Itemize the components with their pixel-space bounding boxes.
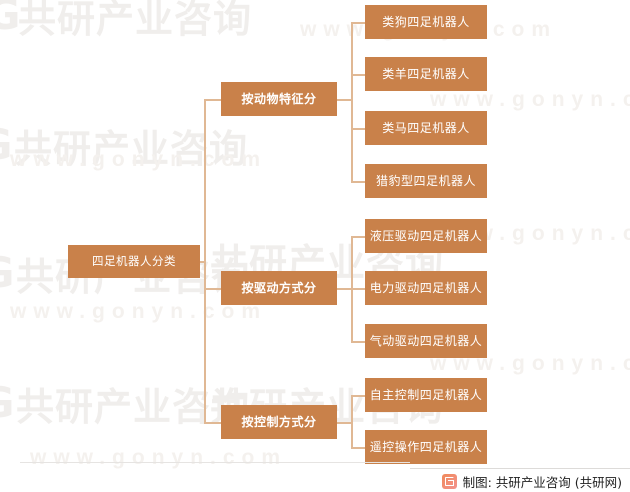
node-leaf-气动驱动四足机器人[interactable]: 气动驱动四足机器人 — [365, 324, 487, 358]
node-leaf-自主控制四足机器人[interactable]: 自主控制四足机器人 — [365, 378, 487, 412]
connector-to-leaf-1-2 — [351, 74, 366, 76]
connector-branch-1-stub — [337, 99, 352, 101]
gonyn-logo-icon — [441, 473, 457, 489]
connector-branch-3-trunk — [351, 395, 353, 447]
node-branch-按控制方式分[interactable]: 按控制方式分 — [221, 405, 337, 439]
connector-to-branch-2 — [204, 288, 222, 290]
connector-to-leaf-1-3 — [351, 128, 366, 130]
credit-text: 制图: 共研产业咨询 (共研网) — [462, 474, 622, 490]
connector-to-leaf-2-2 — [351, 288, 366, 290]
connector-branch-2-stub — [337, 288, 352, 290]
watermark-url: www.gonyn.com — [430, 88, 630, 111]
node-branch-按驱动方式分[interactable]: 按驱动方式分 — [221, 271, 337, 305]
connector-to-branch-1 — [204, 99, 222, 101]
connector-branch-3-stub — [337, 422, 352, 424]
connector-to-leaf-2-1 — [351, 236, 366, 238]
watermark-logo-mark: G — [0, 248, 14, 297]
watermark-url: www.gonyn.com — [10, 148, 268, 171]
watermark-url: www.gonyn.com — [30, 446, 288, 469]
node-leaf-液压驱动四足机器人[interactable]: 液压驱动四足机器人 — [365, 219, 487, 253]
connector-to-leaf-3-2 — [351, 447, 366, 449]
connector-branch-1-trunk — [351, 22, 353, 182]
connector-to-leaf-1-4 — [351, 181, 366, 183]
footer-divider-right — [410, 468, 630, 469]
watermark-brand: 共研产业咨询 — [18, 0, 253, 41]
node-leaf-遥控操作四足机器人[interactable]: 遥控操作四足机器人 — [365, 430, 487, 464]
connector-to-branch-3 — [204, 422, 222, 424]
watermark-logo-mark: G — [0, 378, 14, 427]
watermark-logo-mark: G — [0, 0, 21, 39]
node-leaf-猎豹型四足机器人[interactable]: 猎豹型四足机器人 — [365, 164, 487, 198]
watermark-logo-mark: G — [0, 120, 12, 169]
watermark-brand: 共研产业咨询 — [14, 127, 249, 171]
connector-level1-trunk — [204, 99, 206, 423]
node-leaf-电力驱动四足机器人[interactable]: 电力驱动四足机器人 — [365, 271, 487, 305]
connector-to-leaf-1-1 — [351, 22, 366, 24]
node-leaf-类马四足机器人[interactable]: 类马四足机器人 — [365, 111, 487, 145]
connector-to-leaf-2-3 — [351, 341, 366, 343]
node-leaf-类狗四足机器人[interactable]: 类狗四足机器人 — [365, 5, 487, 39]
connector-root-stub — [200, 261, 205, 263]
node-root[interactable]: 四足机器人分类 — [68, 245, 200, 278]
node-leaf-类羊四足机器人[interactable]: 类羊四足机器人 — [365, 57, 487, 91]
connector-to-leaf-3-1 — [351, 395, 366, 397]
footer-divider — [20, 462, 410, 463]
node-branch-按动物特征分[interactable]: 按动物特征分 — [221, 82, 337, 116]
footer: 制图: 共研产业咨询 (共研网) — [0, 470, 630, 492]
